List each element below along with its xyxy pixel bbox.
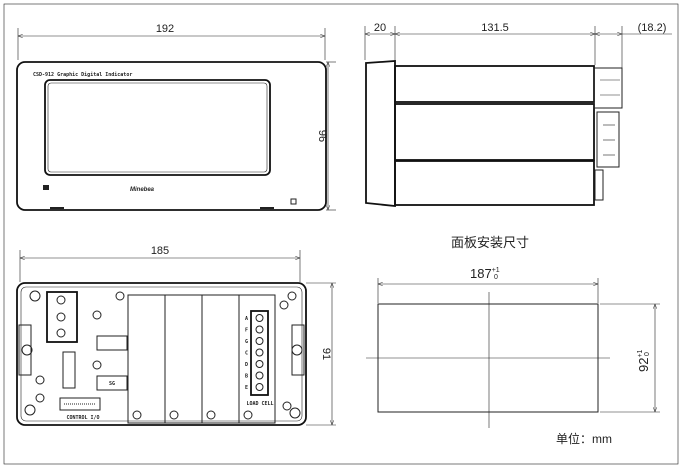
front-bezel <box>16 61 327 211</box>
power-terminal <box>46 291 78 343</box>
terminal-screw <box>255 360 264 368</box>
rear-panel <box>16 282 307 426</box>
side-view: 20 131.5 (18.2) <box>364 22 672 207</box>
control-io-connector <box>59 397 101 411</box>
svg-text:0: 0 <box>644 352 651 356</box>
front-width-dim: 192 <box>156 23 174 35</box>
panel-cutout: 面板安装尺寸 187+1 0 92+1 0 单位：mm <box>366 235 660 446</box>
terminal-screw <box>255 348 264 357</box>
terminal-screw <box>255 371 264 380</box>
cutout-width-tol-lower: 0 <box>494 274 498 281</box>
terminal-letter: E <box>245 385 248 391</box>
sg-label: SG <box>109 381 115 387</box>
load-cell-terminal <box>250 310 269 396</box>
load-cell-label: LOAD CELL <box>246 401 273 407</box>
svg-text:92+1: 92+1 <box>636 349 651 372</box>
control-io-label: CONTROL I/O <box>66 415 99 421</box>
bezel-depth-dim: 20 <box>374 22 386 34</box>
front-height-dim: 96 <box>316 130 328 142</box>
terminal-letter: C <box>245 351 248 357</box>
cutout-title: 面板安装尺寸 <box>451 235 529 250</box>
brand-logo: Minebea <box>130 187 155 193</box>
terminal-letter: B <box>245 374 248 380</box>
side-connector <box>593 67 623 109</box>
terminal-letter: D <box>245 362 248 368</box>
body-depth-dim: 131.5 <box>481 22 509 34</box>
terminal-letter: F <box>245 328 248 334</box>
terminal-screw <box>255 337 264 345</box>
unit-label: 单位：mm <box>556 431 612 446</box>
terminal-screw <box>255 325 264 334</box>
display-window <box>44 79 271 176</box>
cutout-height-dim: 92+1 0 <box>636 349 651 372</box>
terminal-screw <box>255 314 264 322</box>
front-view: 192 CSD-912 Graphic Digital Indicator Mi… <box>16 23 336 211</box>
side-bezel <box>365 60 396 207</box>
rear-height-dim: 91 <box>320 348 332 360</box>
terminal-letter: G <box>245 339 248 345</box>
cutout-width-dim: 187+1 <box>470 266 500 281</box>
terminal-letter: A <box>245 316 248 322</box>
terminal-screw <box>255 383 264 391</box>
outer-frame <box>3 3 679 465</box>
front-button <box>290 198 297 205</box>
rear-width-dim: 185 <box>151 245 169 257</box>
led-indicator <box>43 185 49 190</box>
model-label: CSD-912 Graphic Digital Indicator <box>33 72 132 78</box>
connector-depth-dim: (18.2) <box>638 22 667 34</box>
